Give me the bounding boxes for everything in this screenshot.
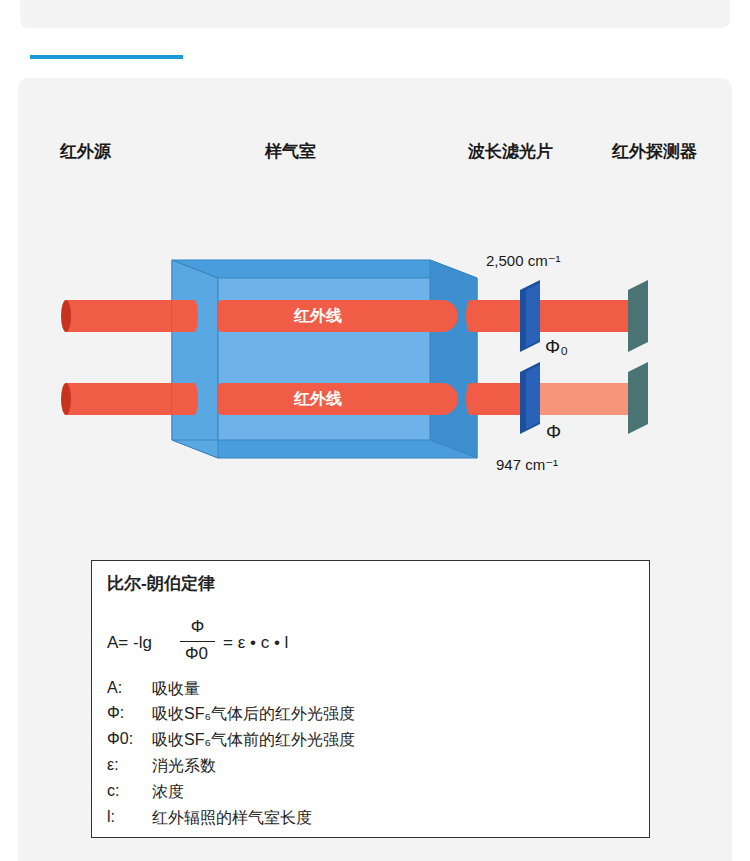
panel: [18, 78, 732, 861]
ir-detector: [628, 280, 648, 434]
formula-text: 红外辐照的样气室长度: [152, 808, 312, 829]
formula-text: Φ:: [107, 704, 124, 722]
ir-beam: 红外线: [218, 300, 458, 332]
formula-title: 比尔-朗伯定律: [107, 572, 215, 595]
formula-text: 吸收SF₆气体后的红外光强度: [152, 704, 355, 725]
fraction-bar: [180, 641, 215, 642]
ir-beam: 红外线: [218, 383, 458, 415]
formula-text: A:: [107, 679, 122, 697]
formula-text: A= -lg: [107, 633, 152, 653]
part-name: 样气室: [265, 140, 316, 163]
ir-beam-right: [466, 300, 645, 415]
formula-text: Φ0: [185, 644, 208, 664]
wavelength-filter: [520, 280, 540, 434]
intensity-symbol: Φ: [546, 421, 561, 443]
accent-line: [30, 55, 183, 59]
wavenumber: 2,500 cm⁻¹: [486, 252, 561, 270]
sample-chamber: [172, 260, 477, 458]
beam-label: 红外线: [294, 306, 382, 327]
part-name: 波长滤光片: [468, 140, 553, 163]
formula-box: 比尔-朗伯定律 A= -lg Φ Φ0 = ε • c • l A: 吸收量 Φ: 吸收SF₆气…: [91, 560, 650, 838]
top-card: [20, 0, 730, 28]
formula-text: 吸收量: [152, 679, 200, 700]
part-name: 红外探测器: [612, 140, 697, 163]
beam-label: 红外线: [294, 389, 382, 410]
formula-text: 消光系数: [152, 756, 216, 777]
intensity-symbol: Φ₀: [545, 336, 568, 358]
formula-text: = ε • c • l: [223, 633, 288, 653]
formula-text: c:: [107, 782, 119, 800]
wavenumber: 947 cm⁻¹: [496, 456, 558, 474]
formula-text: 浓度: [152, 782, 184, 803]
formula-text: Φ: [191, 617, 205, 637]
part-name: 红外源: [60, 140, 111, 163]
formula-text: 吸收SF₆气体前的红外光强度: [152, 730, 355, 751]
formula-text: l:: [107, 808, 115, 826]
formula-text: ε:: [107, 756, 119, 774]
formula-text: Φ0:: [107, 730, 133, 748]
